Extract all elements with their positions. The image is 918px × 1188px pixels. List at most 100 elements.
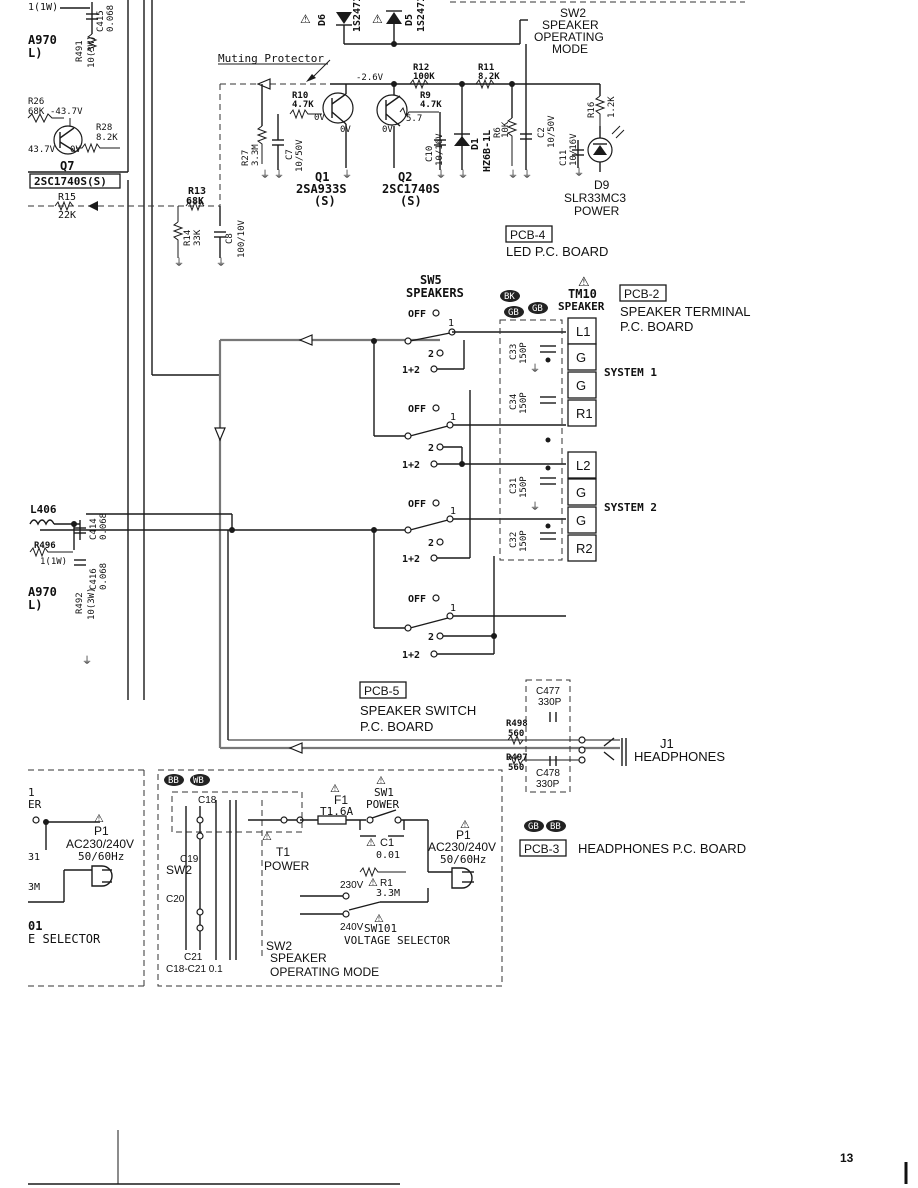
power-section: BB WB C18 C19 SW2 C20 C21 C18-C21 0.1 ⚠ … xyxy=(157,769,503,987)
label-left-er: ER xyxy=(28,798,42,811)
sw101-warning-icon: ⚠ xyxy=(374,913,384,925)
label-sw2-speaker: SPEAKER xyxy=(542,18,599,32)
ground-icon-5: ⏚ xyxy=(458,169,468,181)
label-r15-value: 22K xyxy=(58,210,76,221)
p1-warning-icon: ⚠ xyxy=(460,819,470,831)
terminal-l1 xyxy=(567,317,597,345)
label-neg-2-6v: -2.6V xyxy=(356,73,384,83)
terminal-g1 xyxy=(567,343,597,371)
label-terminal-r2: R2 xyxy=(576,541,593,556)
label-p1-voltage: AC230/240V xyxy=(428,840,496,854)
label-r16: R16 xyxy=(587,102,597,118)
svg-text:BK: BK xyxy=(504,292,515,302)
label-cap-note: C18-C21 0.1 xyxy=(166,964,223,975)
ground-icon-2: ⏚ xyxy=(274,169,284,181)
p1-plug xyxy=(451,867,473,889)
q2-transistor xyxy=(376,94,408,126)
label-r491: R491 xyxy=(75,40,85,62)
ground-icon-12: ⏚ xyxy=(530,501,540,513)
region-mark-gb-2 xyxy=(528,302,548,314)
label-sw-two-1: 2 xyxy=(428,349,434,360)
label-sw2-bottom-mode: OPERATING MODE xyxy=(270,965,379,979)
label-0v-q2: 0V xyxy=(382,125,393,135)
terminal-r1 xyxy=(567,399,597,427)
label-c32-value: 150P xyxy=(519,530,529,552)
label-terminal-l1: L1 xyxy=(576,324,590,339)
label-l406: L406 xyxy=(30,503,57,516)
label-230v: 230V xyxy=(340,880,364,891)
label-r14-value: 33K xyxy=(193,229,203,246)
region-mark-bk xyxy=(500,290,520,302)
label-terminal-r1: R1 xyxy=(576,406,593,421)
label-left-p1-frequency: 50/60Hz xyxy=(78,850,124,863)
label-sw5: SW5 xyxy=(420,273,442,287)
c1-warning-icon: ⚠ xyxy=(366,837,376,849)
label-c21: C21 xyxy=(184,952,203,963)
label-r491-value: 10(3W) xyxy=(87,35,97,68)
label-p1: P1 xyxy=(456,828,471,842)
region-mark-gb-3 xyxy=(524,820,544,832)
label-terminal-g4: G xyxy=(576,513,586,528)
label-p1-frequency: 50/60Hz xyxy=(440,853,486,866)
label-sw-one-1: 1 xyxy=(448,318,454,329)
pcb3-box xyxy=(519,839,567,857)
label-q1-suffix: (S) xyxy=(314,194,336,208)
label-terminal-l2: L2 xyxy=(576,458,590,473)
speaker-switch-section: SW5 SPEAKERS ⚠ TM10 SPEAKER PCB-2 SPEAKE… xyxy=(40,273,751,754)
label-r27: R27 xyxy=(241,150,251,166)
label-terminal-g3: G xyxy=(576,485,586,500)
label-c415: C415 xyxy=(96,10,106,32)
label-c477-value: 330P xyxy=(538,697,562,708)
muting-protector: Muting Protector ⚠ D6 1S2471 ⚠ D5 1S2471… xyxy=(172,0,626,269)
pcb2-box xyxy=(619,284,667,302)
label-left-01: 01 xyxy=(28,919,42,933)
label-sw2-bottom: SW2 xyxy=(266,939,292,953)
label-led-board: LED P.C. BOARD xyxy=(506,244,608,259)
label-sw101: SW101 xyxy=(364,922,397,935)
label-left-3m: 3M xyxy=(28,882,40,893)
sw1-warning-icon: ⚠ xyxy=(376,775,386,787)
label-c20: C20 xyxy=(166,894,185,905)
label-43-7v: 43.7V xyxy=(28,145,56,155)
label-r497-value: 560 xyxy=(508,763,524,773)
label-voltage-selector: VOLTAGE SELECTOR xyxy=(344,934,450,947)
label-r13: R13 xyxy=(188,186,206,197)
label-tm10-speaker: SPEAKER xyxy=(558,300,605,313)
pcb5-box xyxy=(359,681,407,699)
label-0v-q7: 0V xyxy=(70,145,81,155)
tm10-warning-icon: ⚠ xyxy=(578,274,590,289)
label-c10: C10 xyxy=(425,146,435,162)
label-d5: D5 xyxy=(404,14,415,26)
label-r492-value: 10(3W) xyxy=(87,587,97,620)
label-r1-value: 3.3M xyxy=(376,888,400,899)
label-c415-value: 0.068 xyxy=(106,5,116,32)
label-muting-protector: Muting Protector xyxy=(218,52,324,65)
label-sw-both-4: 1+2 xyxy=(402,650,420,661)
label-d1-part: HZ6B-1L xyxy=(482,130,493,172)
label-c33: C33 xyxy=(509,344,519,360)
label-sw-both-3: 1+2 xyxy=(402,554,420,565)
region-mark-wb xyxy=(190,774,210,786)
t1-warning-icon: ⚠ xyxy=(262,831,272,843)
label-pcb2-board: P.C. BOARD xyxy=(620,319,693,334)
label-sw-two-3: 2 xyxy=(428,538,434,549)
label-f1: F1 xyxy=(334,793,348,807)
label-sw1-power: POWER xyxy=(366,798,399,811)
q7-transistor xyxy=(53,125,83,155)
page-number: 13 xyxy=(840,1151,854,1165)
terminal-g3 xyxy=(567,478,597,506)
label-q2-part: 2SC1740S xyxy=(382,182,440,196)
ground-icon: ⏚ xyxy=(260,169,270,181)
label-d9-part: SLR33MC3 xyxy=(564,191,626,205)
label-c34-value: 150P xyxy=(519,392,529,414)
label-terminal-g1: G xyxy=(576,350,586,365)
label-sw-off-4: OFF xyxy=(408,594,426,605)
label-sw-one-3: 1 xyxy=(450,506,456,517)
label-c33-value: 150P xyxy=(519,342,529,364)
label-c18: C18 xyxy=(198,795,217,806)
ground-icon-4: ⏚ xyxy=(436,169,446,181)
label-r6: R6 xyxy=(493,127,503,138)
label-system-1: SYSTEM 1 xyxy=(604,366,657,379)
label-r492: R492 xyxy=(75,592,85,614)
